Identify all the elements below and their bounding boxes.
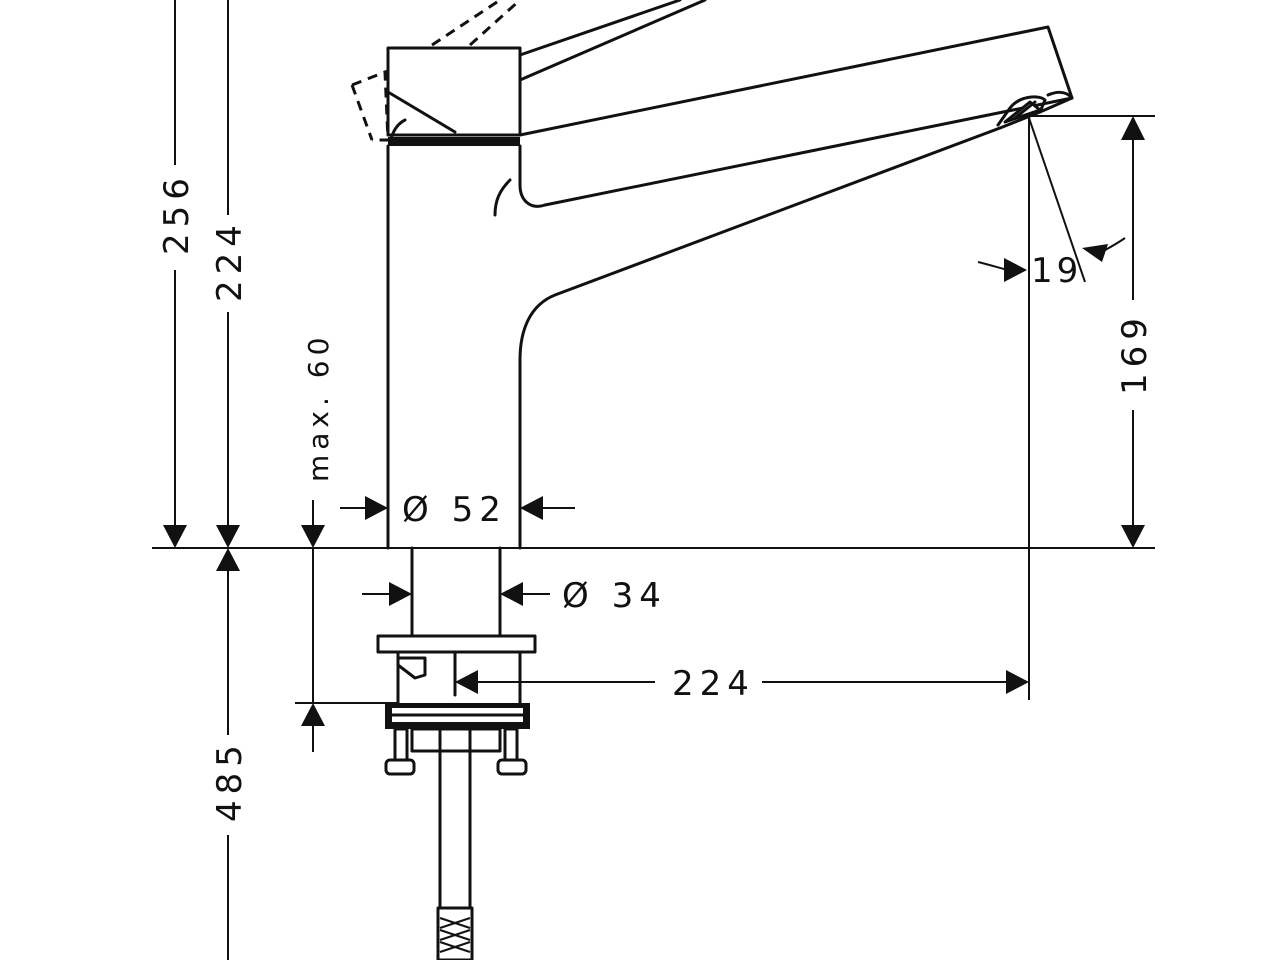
dimension-aerator-angle [977,117,1126,283]
dimension-body-diameter [340,496,575,520]
dim-label-diameter-52: Ø 52 [402,490,507,530]
dimension-max-deck [295,500,398,752]
faucet-body [386,137,547,550]
lever-handle [386,0,707,144]
dim-label-256: 256 [157,172,197,255]
dimension-spout-height [216,0,240,548]
dim-label-diameter-34: Ø 34 [562,576,667,616]
dim-label-485: 485 [210,739,250,822]
dim-label-169: 169 [1115,312,1155,395]
dimension-spout-reach [455,118,1030,700]
supply-hose [436,749,474,960]
spout [518,25,1074,362]
dimension-below-deck [216,548,240,960]
dim-label-224-horizontal: 224 [672,664,755,704]
dim-label-19: 19 [1031,251,1082,291]
dim-label-max-60: max. 60 [302,333,335,482]
shank [376,546,537,776]
dim-label-224-vertical: 224 [210,219,250,302]
dimension-shank-diameter [362,582,550,606]
dimension-total-height [163,0,187,548]
dimension-aerator-height [1020,115,1155,548]
